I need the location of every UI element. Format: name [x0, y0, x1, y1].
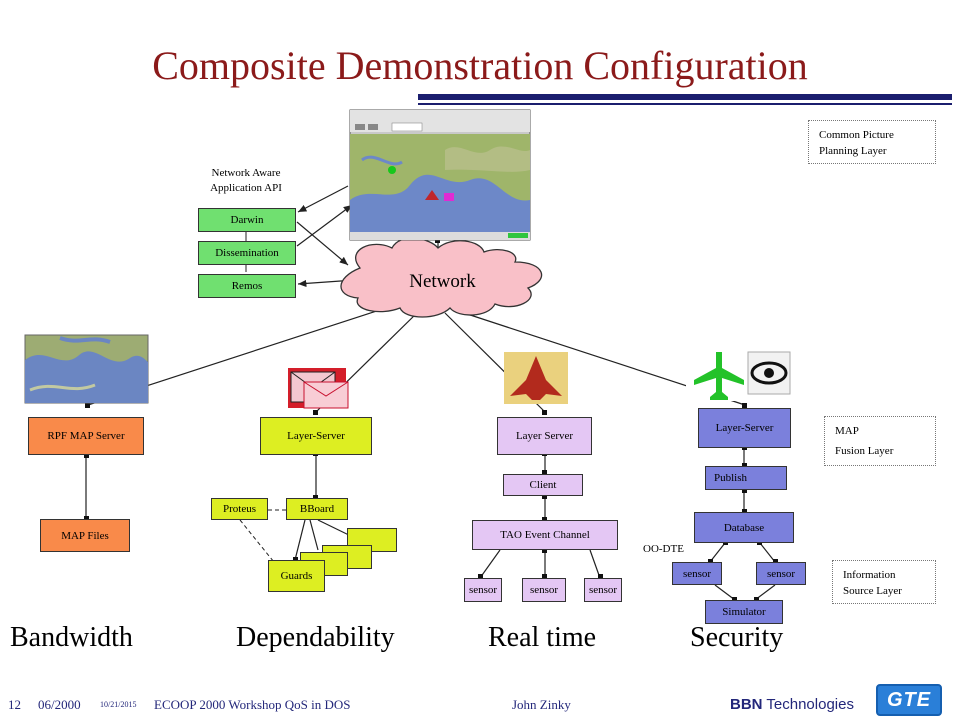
guards-box[interactable]: Guards [268, 560, 325, 592]
security-layer-server-box[interactable]: Layer-Server [698, 408, 791, 448]
caption-realtime: Real time [488, 622, 597, 653]
arrow-darwin-network [296, 221, 349, 266]
footer-date: 06/2000 [38, 697, 81, 712]
slide-title: Composite Demonstration Configuration [152, 43, 808, 88]
title-rule-thin [418, 103, 952, 105]
rpf-map-server-box[interactable]: RPF MAP Server [28, 417, 144, 455]
dependability-layer-server-box[interactable]: Layer-Server [260, 417, 372, 455]
publish-box[interactable]: Publish [705, 466, 787, 490]
legend-common-text: Common Picture Planning Layer [819, 129, 894, 157]
footer-company-bold: BBN [730, 696, 763, 713]
oo-dte-label: OO-DTE [643, 543, 684, 555]
caption-bandwidth: Bandwidth [10, 622, 133, 653]
link-sensor1-sim [714, 584, 736, 601]
realtime-sensor-3[interactable]: sensor [584, 578, 622, 602]
legend-map-fusion: MAP Fusion Layer [824, 416, 936, 466]
link-db-sensor2 [759, 542, 776, 563]
arrow-dissemination-map [296, 204, 353, 247]
footer-author: John Zinky [512, 697, 571, 712]
link-tao-sensor3 [589, 549, 601, 579]
legend-info-text: Information Source Layer [843, 569, 902, 597]
client-box[interactable]: Client [503, 474, 583, 496]
legend-information-source: Information Source Layer [832, 560, 936, 604]
common-picture-map [349, 109, 531, 241]
realtime-sensor-1[interactable]: sensor [464, 578, 502, 602]
footer-company: BBN Technologies [730, 696, 854, 713]
security-sensor-2[interactable]: sensor [756, 562, 806, 585]
footer-company-rest: Technologies [762, 696, 854, 713]
remos-box[interactable]: Remos [198, 274, 296, 298]
footer-page-number: 12 [8, 697, 21, 712]
api-label: Network Aware Application API [210, 167, 282, 194]
tao-event-channel-box[interactable]: TAO Event Channel [472, 520, 618, 550]
security-sensor-1[interactable]: sensor [672, 562, 722, 585]
realtime-layer-server-box[interactable]: Layer Server [497, 417, 592, 455]
simulator-box[interactable]: Simulator [705, 600, 783, 624]
network-label: Network [409, 271, 476, 292]
realtime-sensor-2[interactable]: sensor [522, 578, 566, 602]
arrow-network-darwin [297, 185, 349, 213]
gte-logo-text: GTE [886, 688, 932, 711]
caption-security: Security [690, 622, 784, 653]
proteus-box[interactable]: Proteus [211, 498, 268, 520]
caption-dependability: Dependability [236, 622, 395, 653]
bboard-box[interactable]: BBoard [286, 498, 348, 520]
title-rule-thick [418, 94, 952, 100]
link-tao-sensor1 [479, 549, 501, 579]
gte-logo: GTE [876, 684, 942, 716]
legend-map-line2: Fusion Layer [835, 445, 894, 457]
eye-icon [747, 351, 791, 395]
dissemination-box[interactable]: Dissemination [198, 241, 296, 265]
map-files-box[interactable]: MAP Files [40, 519, 130, 552]
legend-map-line1: MAP [835, 425, 859, 437]
bandwidth-map-image [24, 334, 149, 404]
link-db-sensor1 [709, 542, 726, 563]
footer-event: ECOOP 2000 Workshop QoS in DOS [154, 697, 351, 712]
database-box[interactable]: Database [694, 512, 794, 543]
link-bboard-guards [294, 519, 306, 561]
darwin-box[interactable]: Darwin [198, 208, 296, 232]
aircraft-image [504, 352, 568, 404]
plane-icon [686, 349, 750, 401]
footer-small-date: 10/21/2015 [100, 700, 137, 709]
legend-common-picture: Common Picture Planning Layer [808, 120, 936, 164]
envelopes-icon [288, 368, 349, 409]
link-bboard-guard2 [309, 519, 319, 551]
